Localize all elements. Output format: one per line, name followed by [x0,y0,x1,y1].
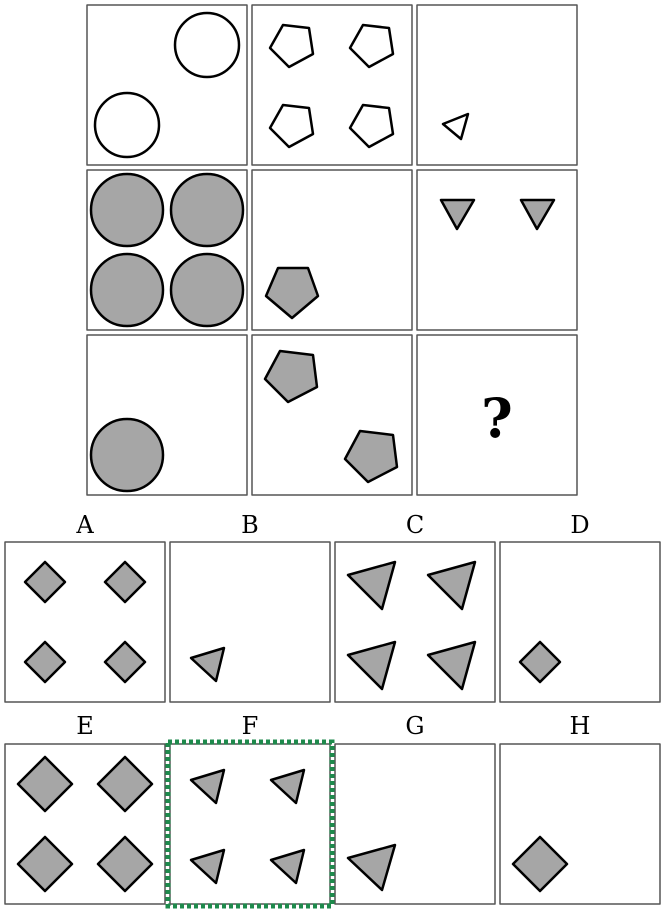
option-label-g: G [405,712,424,740]
gray-triangle-shape [519,198,556,231]
gray-circle-shape [89,252,165,328]
gray-diamond-shape [103,640,147,684]
gray-diamond-shape [103,560,147,604]
option-label-b: B [241,511,259,539]
option-f-box[interactable] [169,743,331,905]
gray-triangle-shape [346,560,397,611]
white-circle-shape [173,11,241,79]
option-e-box[interactable] [4,743,166,905]
option-g[interactable] [334,743,496,905]
gray-triangle-shape [346,843,397,892]
gray-triangle-shape [189,768,226,805]
option-label-h: H [570,712,591,740]
option-d[interactable] [499,541,661,703]
option-c[interactable] [334,541,496,703]
option-b-box[interactable] [169,541,331,703]
white-circle-shape [93,91,161,159]
gray-diamond-shape [96,755,154,813]
white-pentagon-shape [268,23,315,69]
grid-cell-r1c3 [416,4,578,166]
gray-diamond-shape [518,640,562,684]
option-a-box[interactable] [4,541,166,703]
option-h-box[interactable] [499,743,661,905]
gray-circle-shape [169,252,245,328]
gray-circle-shape [169,172,245,248]
gray-diamond-shape [16,835,74,893]
selected-answer-highlight [165,739,335,909]
option-label-a: A [75,511,94,539]
grid-cell-r2c3 [416,169,578,331]
option-labels: A B C D E F G H [75,511,590,740]
white-pentagon-shape [268,103,315,149]
option-b[interactable] [169,541,331,703]
gray-circle-shape [89,417,165,493]
gray-diamond-shape [23,560,67,604]
gray-triangle-shape [426,640,477,691]
white-pentagon-shape [348,23,395,69]
gray-pentagon-shape [343,429,399,484]
white-pentagon-shape [348,103,395,149]
option-label-e: E [76,712,94,740]
option-f[interactable] [169,743,331,905]
grid-cell-r3c3 [416,334,578,496]
gray-triangle-shape [189,848,226,885]
gray-diamond-shape [511,835,569,893]
gray-triangle-shape [269,848,306,885]
option-a[interactable] [4,541,166,703]
gray-diamond-shape [16,755,74,813]
gray-diamond-shape [23,640,67,684]
option-panels [4,541,661,905]
question-mark: ? [481,386,513,450]
gray-diamond-shape [96,835,154,893]
gray-circle-shape [89,172,165,248]
option-g-box[interactable] [334,743,496,905]
option-label-c: C [406,511,424,539]
gray-pentagon-shape [264,266,320,320]
gray-pentagon-shape [263,349,319,404]
gray-triangle-shape [346,640,397,691]
option-label-d: D [570,511,589,539]
gray-triangle-shape [269,768,306,805]
gray-triangle-shape [189,646,226,683]
gray-triangle-shape [439,198,476,231]
white-triangle-shape [441,112,470,141]
option-e[interactable] [4,743,166,905]
puzzle-grid [86,4,578,496]
option-d-box[interactable] [499,541,661,703]
gray-triangle-shape [426,560,477,611]
option-h[interactable] [499,743,661,905]
option-label-f: F [242,712,259,740]
